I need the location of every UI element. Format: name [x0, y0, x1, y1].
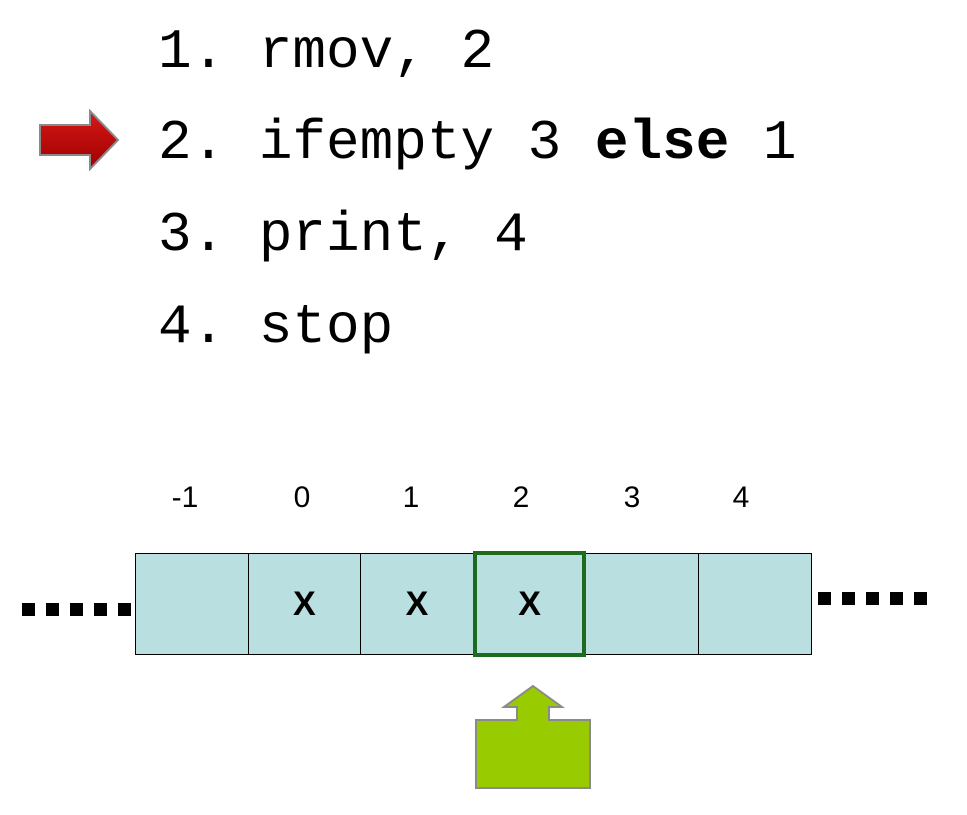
else-keyword: else [594, 111, 730, 175]
up-arrow-icon [475, 684, 591, 789]
program-line-2: 2. ifempty 3 else 1 [158, 108, 797, 178]
tape-cell-current: X [472, 551, 587, 657]
program-line-3: 3. print, 4 [158, 200, 528, 270]
tape-cell [585, 553, 699, 655]
line-instruction: print, 4 [258, 203, 528, 267]
tape-cell: X [247, 553, 362, 655]
tape: X X X [135, 551, 817, 657]
tape-index-label: 2 [512, 481, 530, 514]
line-instruction: rmov, 2 [258, 20, 495, 84]
tape-index-label: 0 [293, 481, 311, 514]
tape-continuation-right [818, 592, 927, 605]
tape-continuation-left [22, 603, 131, 616]
line-number: 2. [158, 111, 226, 175]
tape-cell [697, 553, 812, 655]
tape-index-label: -1 [171, 481, 199, 514]
tape-index-label: 4 [732, 481, 750, 514]
tape-index-label: 3 [623, 481, 641, 514]
program-line-4: 4. stop [158, 292, 393, 362]
line-number: 4. [158, 295, 226, 359]
tape-cell [135, 553, 249, 655]
right-arrow-icon [39, 109, 120, 171]
line-number: 3. [158, 203, 226, 267]
line-instruction: stop [258, 295, 394, 359]
tape-diagram: -1 0 1 2 3 4 X X X [0, 460, 967, 815]
line-instruction-target: 1 [729, 111, 797, 175]
tape-index-label: 1 [402, 481, 420, 514]
program-listing: 1. rmov, 2 2. ifempty 3 else 1 3. print,… [0, 0, 967, 380]
line-number: 1. [158, 20, 226, 84]
tape-cell: X [360, 553, 474, 655]
line-instruction: ifempty 3 [258, 111, 595, 175]
program-line-1: 1. rmov, 2 [158, 17, 494, 87]
